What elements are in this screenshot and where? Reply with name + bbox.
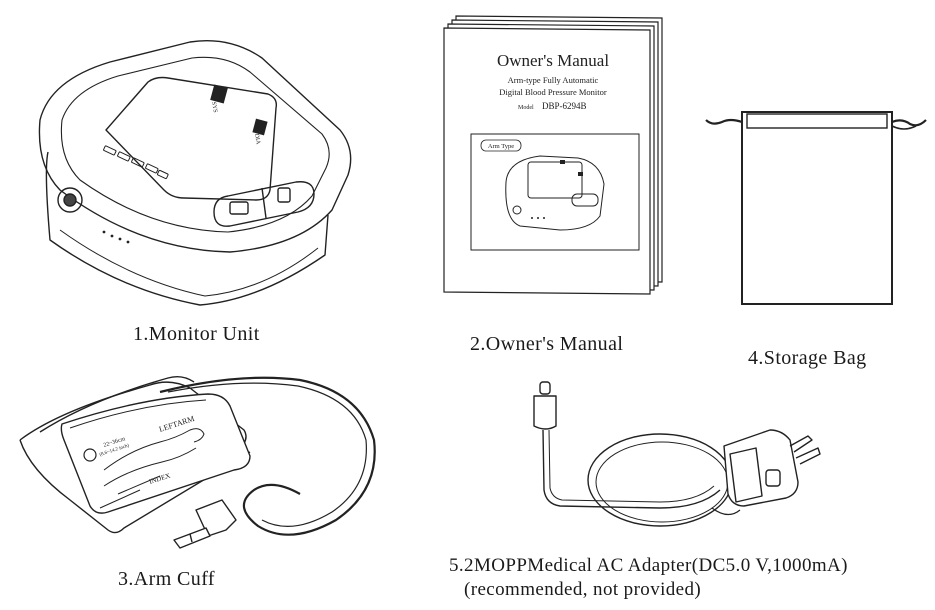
arm-cuff-illustration <box>19 375 376 549</box>
caption-monitor-unit: 1.Monitor Unit <box>133 323 260 345</box>
ac-adapter-illustration <box>533 381 821 527</box>
device-sys-mark: SYS <box>210 101 218 113</box>
caption-ac-adapter: 5.2MOPPMedical AC Adapter(DC5.0 V,1000mA… <box>449 555 848 576</box>
manual-title: Owner's Manual <box>497 51 609 70</box>
manual-subtitle-2: Digital Blood Pressure Monitor <box>499 87 607 97</box>
manual-model-label: Model <box>518 105 534 111</box>
caption-arm-cuff: 3.Arm Cuff <box>118 568 215 590</box>
device-dia-mark: DIA <box>253 133 261 145</box>
caption-storage-bag: 4.Storage Bag <box>748 347 867 369</box>
caption-owners-manual: 2.Owner's Manual <box>470 333 624 355</box>
manual-tag: Arm Type <box>488 143 514 150</box>
storage-bag-illustration <box>705 111 927 305</box>
manual-subtitle-1: Arm-type Fully Automatic <box>508 75 599 85</box>
owners-manual-illustration <box>443 15 663 295</box>
manual-model: DBP-6294B <box>542 101 587 111</box>
caption-ac-adapter-note: (recommended, not provided) <box>464 579 702 600</box>
monitor-unit-illustration <box>38 40 352 306</box>
